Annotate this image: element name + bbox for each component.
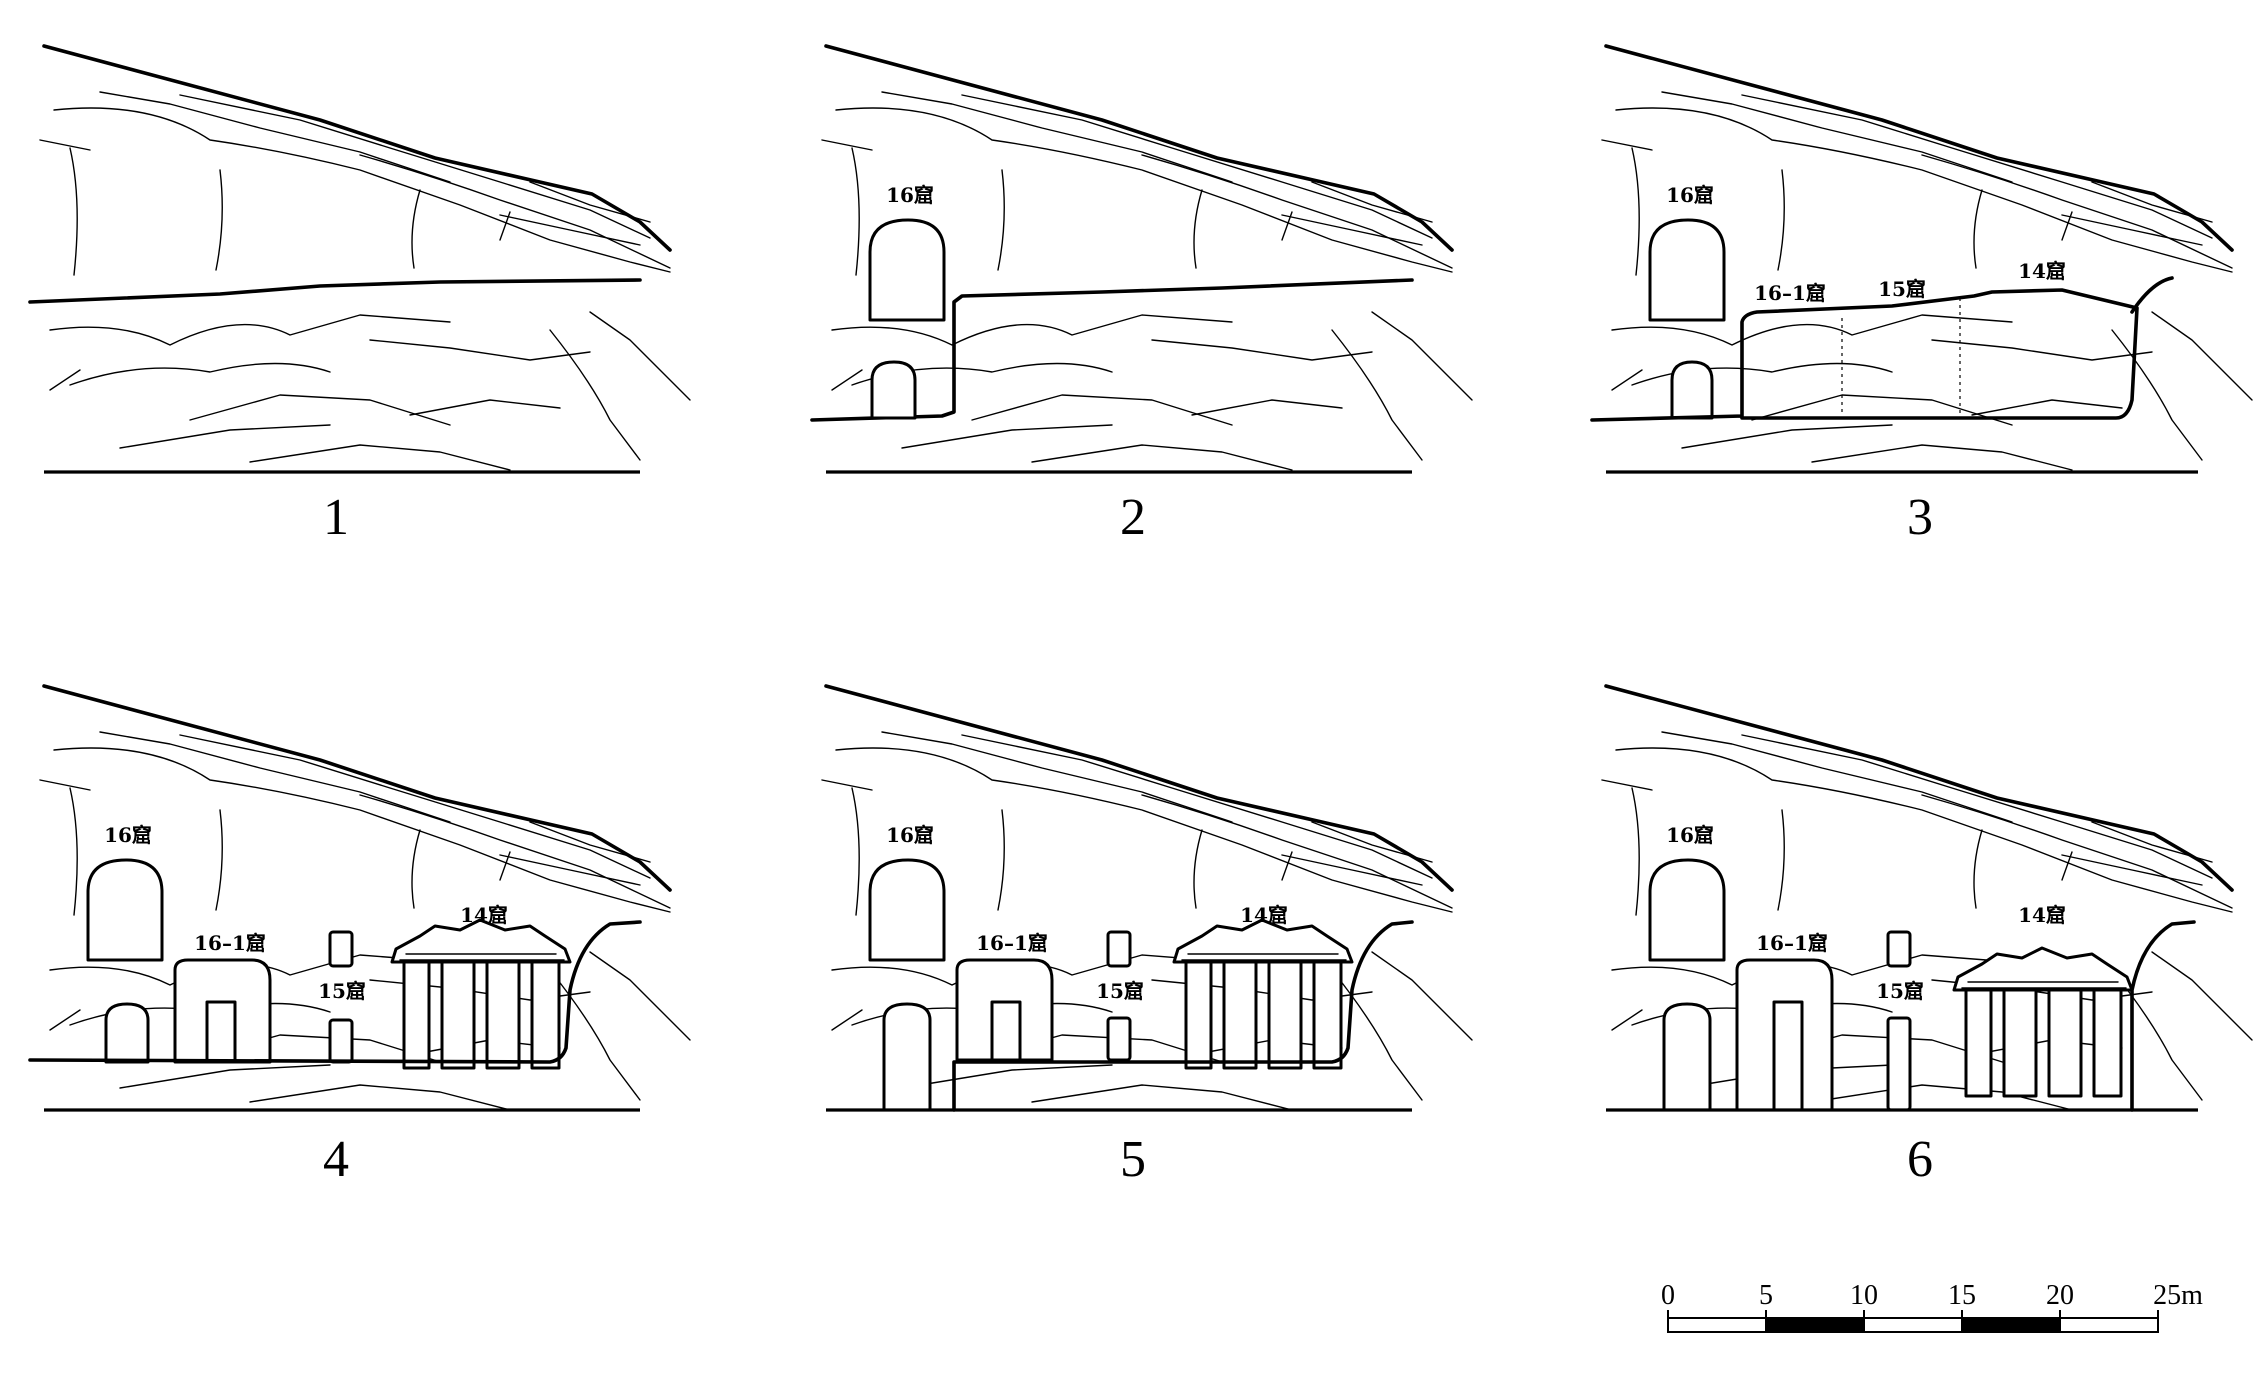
cave-16-1-label: 16–1窟	[1756, 931, 1828, 955]
cave-16-label: 16窟	[1666, 823, 1714, 847]
cave-16-label: 16窟	[1666, 183, 1714, 207]
panel-2-number: 2	[1120, 489, 1146, 546]
scale-bar: 0 5 10 15 20 25m	[1661, 1280, 2203, 1333]
cave-15-label: 15窟	[318, 979, 366, 1003]
panel-3	[1590, 44, 2253, 474]
scale-tick-label: 20	[2046, 1280, 2074, 1311]
scale-tick-label: 10	[1850, 1280, 1878, 1311]
scale-tick-label: 5	[1759, 1280, 1773, 1311]
scale-tick-label: 25m	[2153, 1280, 2203, 1311]
cave-16-label: 16窟	[104, 823, 152, 847]
scale-segment	[2059, 1317, 2159, 1333]
panel-6	[1600, 684, 2253, 1112]
panel-5-number: 5	[1120, 1131, 1146, 1188]
scale-segment	[1863, 1317, 1963, 1333]
cave-15-label: 15窟	[1878, 277, 1926, 301]
cave-15-label: 15窟	[1876, 979, 1924, 1003]
cave-14-label: 14窟	[460, 903, 508, 927]
scale-segment	[1961, 1317, 2061, 1333]
cave-16-1-label: 16–1窟	[194, 931, 266, 955]
scale-tick-label: 0	[1661, 1280, 1675, 1311]
cave-14-label: 14窟	[1240, 903, 1288, 927]
cave-16-1-label: 16–1窟	[1754, 281, 1826, 305]
scale-tick-label: 15	[1948, 1280, 1976, 1311]
cave-15-label: 15窟	[1096, 979, 1144, 1003]
panel-2	[810, 44, 1473, 474]
panel-1	[28, 44, 691, 474]
scale-segment	[1667, 1317, 1767, 1333]
cave-16-label: 16窟	[886, 183, 934, 207]
panel-5	[820, 684, 1473, 1112]
cave-16-1-label: 16–1窟	[976, 931, 1048, 955]
cave-14-label: 14窟	[2018, 259, 2066, 283]
panel-4	[28, 684, 691, 1112]
panel-6-number: 6	[1907, 1131, 1933, 1188]
scale-segment	[1765, 1317, 1865, 1333]
panel-1-number: 1	[323, 489, 349, 546]
cave-16-label: 16窟	[886, 823, 934, 847]
panel-4-number: 4	[323, 1131, 349, 1188]
panel-3-number: 3	[1907, 489, 1933, 546]
cave-14-label: 14窟	[2018, 903, 2066, 927]
